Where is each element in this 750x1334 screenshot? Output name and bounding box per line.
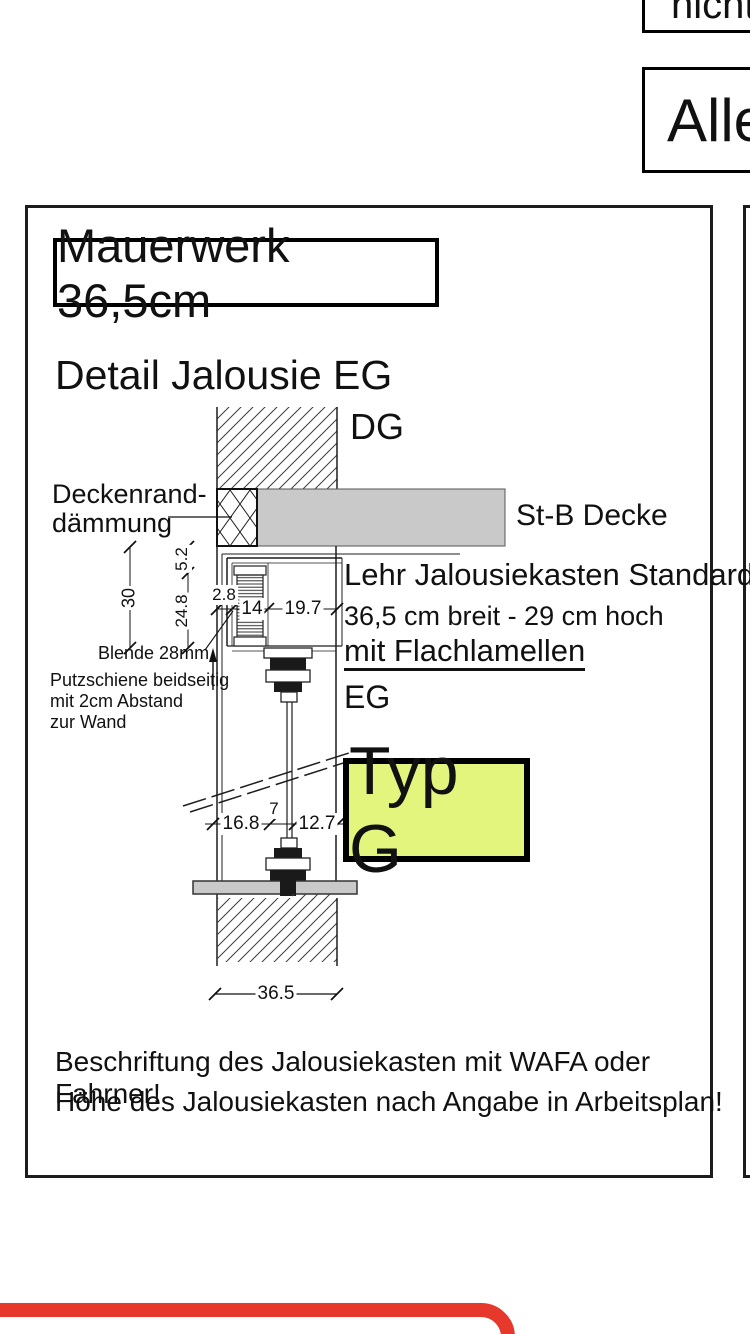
dim-36-5: 36.5: [255, 983, 297, 1005]
dim-5-2: 5.2: [172, 545, 192, 573]
blende-label: Blende 28mm: [98, 643, 210, 663]
dim-19-7: 19.7: [282, 598, 324, 620]
box-spec-line3: mit Flachlamellen: [344, 634, 586, 672]
box-spec-line2: 36,5 cm breit - 29 cm hoch: [344, 601, 664, 631]
slab-label: St-B Decke: [516, 499, 668, 532]
putzschiene-label: Putzschiene beidseitig mit 2cm Abstand z…: [50, 670, 229, 733]
type-badge: Typ G: [343, 733, 530, 887]
partial-box-nicht: nicht: [642, 0, 750, 33]
glass-pane: [286, 702, 293, 840]
dim-24-8: 24.8: [172, 592, 192, 630]
floor-label-dg: DG: [350, 406, 404, 447]
dim-12-7: 12.7: [296, 813, 338, 835]
dim-14: 14: [239, 598, 265, 620]
insulation-label-line2: dämmung: [52, 508, 173, 539]
concrete-slab: [256, 488, 506, 547]
dim-16-8: 16.8: [220, 813, 262, 835]
red-highlight-frame: [0, 1303, 515, 1334]
dim-2-8: 2.8: [210, 585, 238, 605]
putzschiene-line3: zur Wand: [50, 712, 127, 732]
wall-hatch-top: [216, 407, 338, 966]
partial-box-alle-label: Alle: [667, 86, 750, 154]
note-line2: Höhe des Jalousiekasten nach Angabe in A…: [55, 1086, 723, 1117]
partial-box-nicht-label: nicht: [671, 0, 750, 27]
leader-lines: [168, 516, 234, 690]
putzschiene-line2: mit 2cm Abstand: [50, 691, 184, 711]
detail-title: Detail Jalousie EG: [55, 352, 393, 398]
wall-hatch-bottom: [217, 898, 338, 966]
wall-type-box: Mauerwerk 36,5cm: [53, 219, 439, 327]
window-sill: [192, 878, 358, 901]
insulation-label-line1: Deckenrand-: [52, 479, 207, 509]
partial-box-alle: Alle: [642, 67, 750, 173]
dim-7: 7: [267, 799, 281, 819]
floor-label-eg: EG: [344, 679, 391, 715]
type-badge-label: Typ G: [349, 733, 459, 887]
putzschiene-line1: Putzschiene beidseitig: [50, 670, 230, 690]
note-line1: Beschriftung des Jalousiekasten mit WAFA…: [55, 1046, 651, 1109]
box-spec-line1: Lehr Jalousiekasten Standard: [344, 557, 750, 592]
window-frame-bottom: [265, 837, 311, 881]
window-frame-top: [263, 647, 313, 703]
adjacent-panel-sliver: [743, 205, 750, 1178]
detail-panel-frame: [25, 205, 713, 1178]
insulation-label: Deckenrand- dämmung: [52, 479, 207, 539]
dim-30: 30: [118, 585, 140, 611]
wall-type-label: Mauerwerk 36,5cm: [57, 218, 290, 327]
